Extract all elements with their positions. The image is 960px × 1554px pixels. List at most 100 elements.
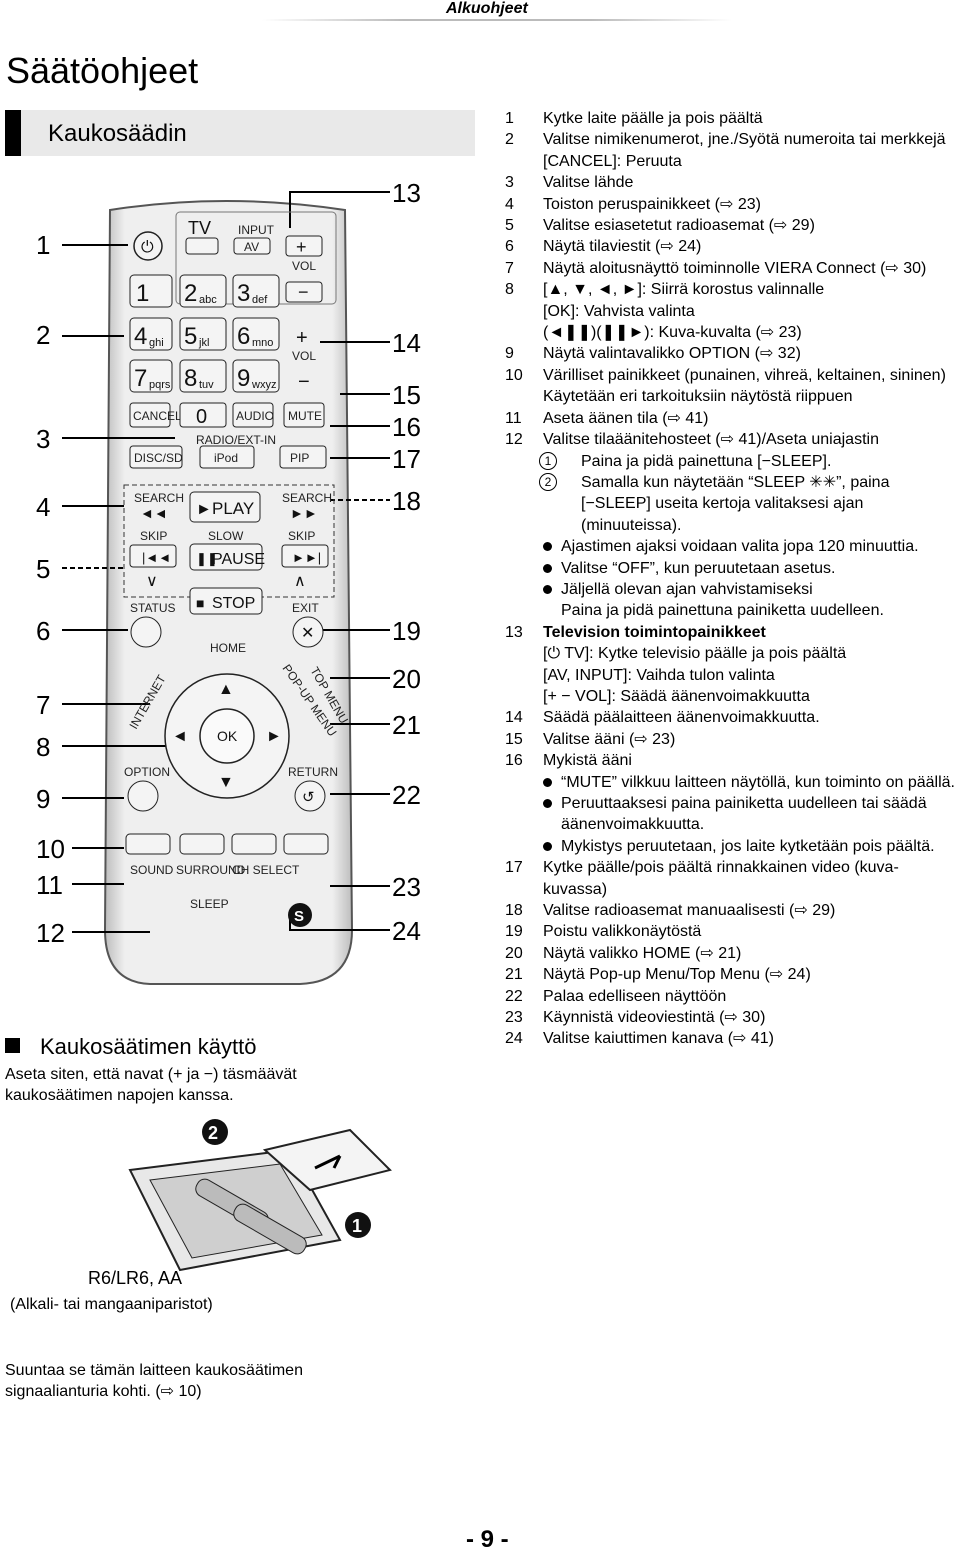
legend-bullet: Ajastimen ajaksi voidaan valita jopa 120… xyxy=(505,536,960,557)
callout-8: 8 xyxy=(36,732,50,762)
legend-subitem: [AV, INPUT]: Vaihda tulon valinta xyxy=(543,666,775,684)
section-bar xyxy=(5,110,475,156)
callout-20: 20 xyxy=(392,664,421,694)
svg-text:1: 1 xyxy=(136,280,149,307)
av-button xyxy=(233,237,271,255)
svg-text:⏻: ⏻ xyxy=(141,239,154,256)
callout-14: 14 xyxy=(392,328,421,358)
usage-heading: Kaukosäätimen käyttö xyxy=(5,1034,256,1060)
search-back-label: SEARCH xyxy=(134,491,184,505)
callout-21: 21 xyxy=(392,710,421,740)
sleep-label: SLEEP xyxy=(190,897,229,911)
bullet-square xyxy=(5,1038,20,1053)
svg-text:|◄◄: |◄◄ xyxy=(142,550,171,565)
page-header: Alkuohjeet xyxy=(0,0,960,21)
svg-text:wxyz: wxyz xyxy=(251,379,276,391)
legend-bullet: Mykistys peruutetaan, jos laite kytketää… xyxy=(505,836,960,857)
battery-note: (Alkali- tai mangaaniparistot) xyxy=(10,1296,213,1313)
svg-text:►: ► xyxy=(266,728,282,745)
digit-keypad: 1 2 abc 3 def 4 ghi 5 jkl 6 mno 7 pqrs 8… xyxy=(129,274,280,393)
svg-text:2: 2 xyxy=(184,280,197,307)
main-vol-label: VOL xyxy=(292,349,316,363)
av-label: AV xyxy=(244,240,259,254)
svg-text:6: 6 xyxy=(237,323,250,350)
svg-text:abc: abc xyxy=(199,294,217,306)
skip-fwd-label: SKIP xyxy=(288,529,315,543)
svg-text:+: + xyxy=(296,327,308,349)
exit-label: EXIT xyxy=(292,601,319,615)
legend-subitem: [OK]: Vahvista valinta xyxy=(543,302,695,320)
callout-18: 18 xyxy=(392,486,421,516)
callout-5: 5 xyxy=(36,554,50,584)
svg-text:7: 7 xyxy=(134,365,147,392)
callout-3: 3 xyxy=(36,424,50,454)
option-label: OPTION xyxy=(124,765,170,779)
svg-text:def: def xyxy=(252,294,268,306)
callout-13: 13 xyxy=(392,178,421,208)
svg-text:3: 3 xyxy=(237,280,250,307)
remote-illustration: 1 2 3 4 5 6 7 8 9 10 11 12 13 14 15 16 1… xyxy=(36,178,421,985)
callout-9: 9 xyxy=(36,784,50,814)
callout-2: 2 xyxy=(36,320,50,350)
callout-22: 22 xyxy=(392,780,421,810)
svg-text:∨: ∨ xyxy=(146,573,158,590)
return-label: RETURN xyxy=(288,765,338,779)
slow-label: SLOW xyxy=(208,529,244,543)
callout-1: 1 xyxy=(36,230,50,260)
tv-vol-up xyxy=(285,235,323,257)
svg-text:4: 4 xyxy=(134,323,147,350)
svg-text:pqrs: pqrs xyxy=(149,379,171,391)
legend-bullet: Valitse “OFF”, kun peruutetaan asetus. xyxy=(505,558,960,579)
tv-label: TV xyxy=(188,218,211,238)
header-section: Alkuohjeet xyxy=(446,0,528,17)
battery-type: R6/LR6, AA xyxy=(88,1268,183,1288)
section-title: Kaukosäädin xyxy=(48,120,187,147)
svg-text:∧: ∧ xyxy=(294,573,306,590)
svg-text:5: 5 xyxy=(184,323,197,350)
svg-text:−: − xyxy=(298,371,310,393)
svg-text:◄◄: ◄◄ xyxy=(140,505,168,521)
audio-label: AUDIO xyxy=(236,409,274,423)
svg-text:↺: ↺ xyxy=(302,789,315,806)
pip-label: PIP xyxy=(290,451,309,465)
callout-10: 10 xyxy=(36,834,65,864)
svg-text:❚❚: ❚❚ xyxy=(196,551,218,567)
svg-text:▲: ▲ xyxy=(218,681,234,698)
callout-12: 12 xyxy=(36,918,65,948)
svg-text:■: ■ xyxy=(196,595,204,611)
power-button xyxy=(133,231,163,261)
home-label: HOME xyxy=(210,641,246,655)
legend-subitem: [CANCEL]: Peruuta xyxy=(543,152,682,170)
section-marker xyxy=(5,110,21,156)
search-fwd-label: SEARCH xyxy=(282,491,332,505)
usage-heading-text: Kaukosäätimen käyttö xyxy=(40,1034,257,1059)
skip-back-label: SKIP xyxy=(140,529,167,543)
disc-label: DISC/SD xyxy=(134,451,183,465)
callout-24: 24 xyxy=(392,916,421,946)
surround-label: SURROUND xyxy=(176,863,246,877)
battery-illustration: 2 1 xyxy=(128,1119,392,1272)
svg-text:►►|: ►►| xyxy=(292,550,321,565)
legend-item: 8[▲, ▼, ◄, ►]: Siirrä korostus valinnall… xyxy=(505,281,825,299)
header-rule xyxy=(262,19,732,21)
callout-15: 15 xyxy=(392,380,421,410)
